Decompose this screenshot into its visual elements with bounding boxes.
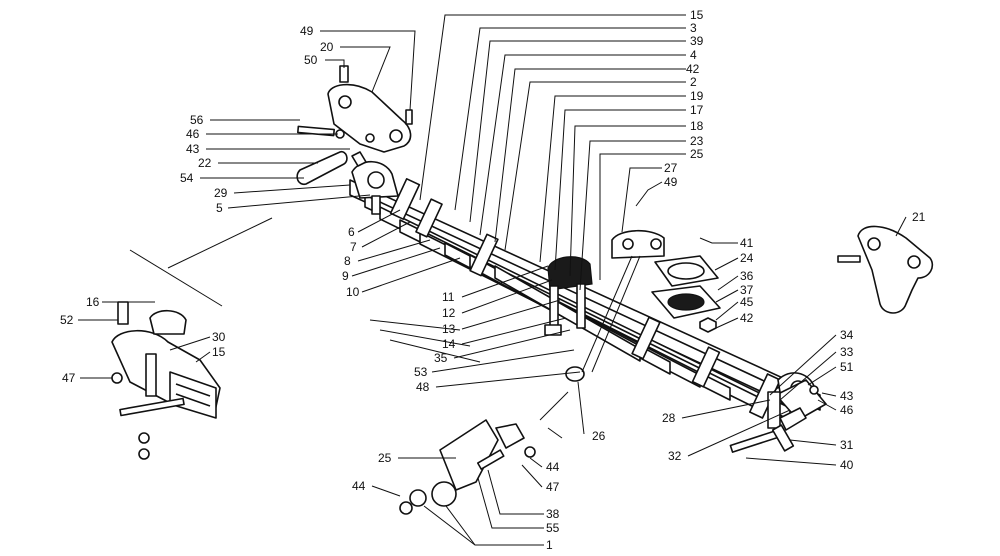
callout-43: 43: [186, 142, 200, 156]
callout-9: 9: [342, 269, 349, 283]
rear-bracket-21: [837, 225, 934, 314]
callout-7: 7: [350, 240, 357, 254]
callout-26: 26: [592, 429, 606, 443]
detail-front-end: [111, 301, 221, 460]
callout-12: 12: [442, 306, 456, 320]
rubber-pad-and-plate: [651, 255, 721, 333]
callout-18: 18: [690, 119, 704, 133]
callout-54: 54: [180, 171, 194, 185]
callout-27: 27: [664, 161, 678, 175]
guide-lines: [129, 217, 569, 439]
callout-44: 44: [352, 479, 366, 493]
front-spring-eye: [351, 160, 399, 215]
callout-41: 41: [740, 236, 754, 250]
callout-36: 36: [740, 269, 754, 283]
callout-33: 33: [840, 345, 854, 359]
callout-50: 50: [304, 53, 318, 67]
callout-19: 19: [690, 89, 704, 103]
callout-35: 35: [434, 351, 448, 365]
callout-44: 44: [546, 460, 560, 474]
callout-25: 25: [378, 451, 392, 465]
callout-24: 24: [740, 251, 754, 265]
callout-25: 25: [690, 147, 704, 161]
callout-47: 47: [62, 371, 76, 385]
callout-34: 34: [840, 328, 854, 342]
callout-37: 37: [740, 283, 754, 297]
front-bracket-20: [327, 65, 413, 153]
front-pin-and-bolts: [296, 125, 367, 186]
callout-8: 8: [344, 254, 351, 268]
shock-absorber-upper: [581, 229, 665, 373]
callout-55: 55: [546, 521, 560, 535]
callout-28: 28: [662, 411, 676, 425]
callout-39: 39: [690, 34, 704, 48]
callout-42: 42: [686, 62, 700, 76]
shock-absorber-lower: [399, 419, 536, 515]
callout-17: 17: [690, 103, 704, 117]
callout-31: 31: [840, 438, 854, 452]
callout-56: 56: [190, 113, 204, 127]
spring-clips: [389, 178, 782, 419]
callout-15: 15: [212, 345, 226, 359]
callout-22: 22: [198, 156, 212, 170]
callout-42: 42: [740, 311, 754, 325]
callout-23: 23: [690, 134, 704, 148]
callout-46: 46: [840, 403, 854, 417]
leader-lines: [78, 14, 907, 546]
callout-16: 16: [86, 295, 100, 309]
callout-30: 30: [212, 330, 226, 344]
callout-20: 20: [320, 40, 334, 54]
rear-shackle-assembly: [729, 379, 827, 453]
callout-3: 3: [690, 21, 697, 35]
callout-51: 51: [840, 360, 854, 374]
callout-21: 21: [912, 210, 926, 224]
callout-40: 40: [840, 458, 854, 472]
callout-49: 49: [300, 24, 314, 38]
callout-52: 52: [60, 313, 74, 327]
callout-4: 4: [690, 48, 697, 62]
callout-46: 46: [186, 127, 200, 141]
callout-45: 45: [740, 295, 754, 309]
callout-labels: 15 3 39 4 42 2 19 17 18 23 25 27 49 41 2…: [60, 8, 926, 552]
callout-14: 14: [442, 337, 456, 351]
callout-47: 47: [546, 480, 560, 494]
callout-10: 10: [346, 285, 360, 299]
callout-6: 6: [348, 225, 355, 239]
callout-49: 49: [664, 175, 678, 189]
callout-29: 29: [214, 186, 228, 200]
callout-53: 53: [414, 365, 428, 379]
callout-38: 38: [546, 507, 560, 521]
callout-5: 5: [216, 201, 223, 215]
callout-48: 48: [416, 380, 430, 394]
callout-2: 2: [690, 75, 697, 89]
callout-11: 11: [442, 290, 455, 304]
callout-13: 13: [442, 322, 456, 336]
callout-1: 1: [546, 538, 553, 552]
callout-32: 32: [668, 449, 682, 463]
callout-43: 43: [840, 389, 854, 403]
callout-15: 15: [690, 8, 704, 22]
